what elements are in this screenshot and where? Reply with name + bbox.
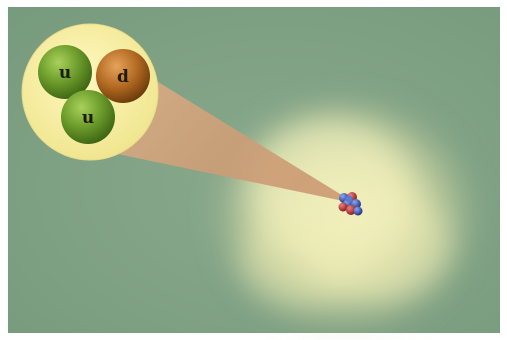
quark-up-1: u [38, 45, 92, 99]
nucleus-icon [338, 192, 363, 216]
electron-cloud [210, 95, 480, 335]
quark-label: u [82, 108, 94, 128]
quark-up-2: u [61, 90, 115, 144]
quark-down: d [96, 49, 150, 103]
quark-label: d [117, 67, 129, 87]
quark-label: u [59, 63, 71, 83]
